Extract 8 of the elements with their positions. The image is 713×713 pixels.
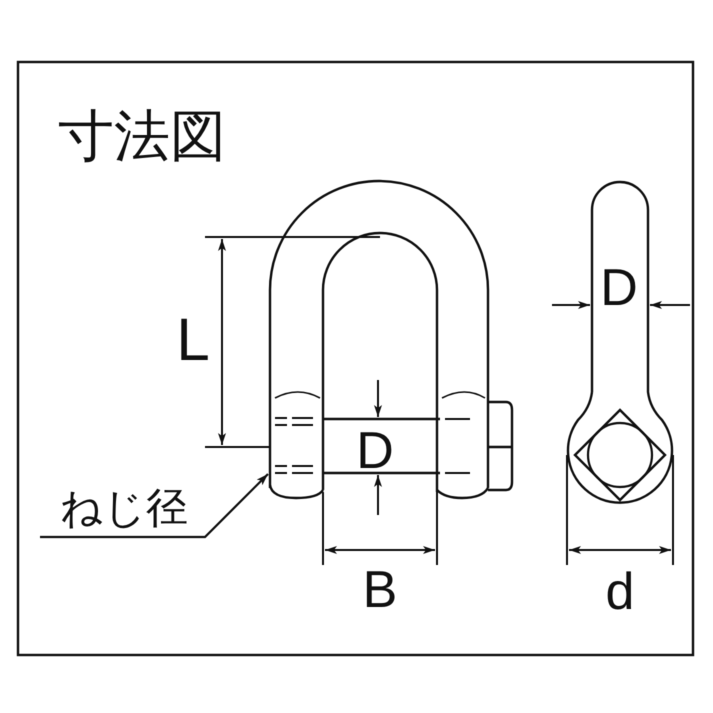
dimension-label: L — [176, 310, 210, 370]
dimension-label: D — [356, 425, 394, 477]
dimension-label: B — [362, 564, 398, 616]
thread-marks — [274, 417, 314, 474]
dimension-label: D — [600, 262, 638, 314]
dimension-label: d — [606, 566, 634, 618]
title: 寸法図 — [58, 109, 226, 165]
callout-text: ねじ径 — [60, 487, 188, 529]
